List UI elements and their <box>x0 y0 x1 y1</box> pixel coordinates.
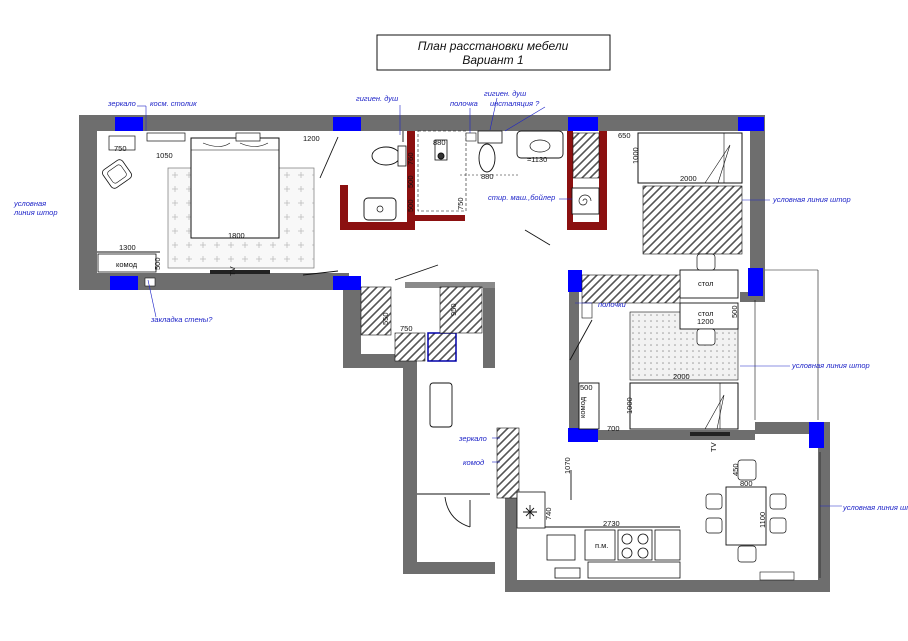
dim-550: 550 <box>381 312 390 325</box>
dim-500-a: 500 <box>406 175 415 188</box>
dishwasher <box>584 529 616 561</box>
dim-1000-a: 1000 <box>631 147 640 164</box>
label-curtain-1: линия штор <box>13 208 58 217</box>
label-curtain-3: условная линия штор <box>791 361 870 370</box>
bathroom-1 <box>363 131 407 221</box>
annotation-leaders <box>137 97 842 507</box>
dim-2000-b: 2000 <box>673 372 690 381</box>
dim-740: 740 <box>544 507 553 520</box>
dim-1000-b: 1000 <box>625 397 634 414</box>
label-curtain-2: условная линия штор <box>772 195 851 204</box>
dim-750-hall: 750 <box>400 324 413 333</box>
dim-2000-a: 2000 <box>680 174 697 183</box>
bench-icon <box>429 382 453 428</box>
label-hall-dresser: комод <box>463 458 484 467</box>
label-vanity: косм. столик <box>150 99 197 108</box>
dim-1070: 1070 <box>563 457 572 474</box>
dim-950: 950 <box>449 303 458 316</box>
label-dresser-3: комод <box>578 396 587 418</box>
bathroom-partitions <box>340 131 607 230</box>
dim-650: 650 <box>618 131 631 140</box>
dim-1300: 1300 <box>119 243 136 252</box>
dim-450: 450 <box>731 463 740 476</box>
dim-1800: 1800 <box>228 231 245 240</box>
dim-760: 760 <box>406 152 415 165</box>
label-curtain-1-line1: условная <box>13 199 46 208</box>
chair-1 <box>696 253 716 271</box>
label-tv-1: TV <box>228 266 237 276</box>
label-installation: инсталяция ? <box>490 99 540 108</box>
dim-1100: 1100 <box>758 512 767 528</box>
nightstand <box>235 132 261 142</box>
furniture-labels: стол стол комод комод TV TV п.м. <box>116 260 718 550</box>
tv-1 <box>210 270 270 274</box>
label-mirror-2: зеркало <box>458 434 487 443</box>
label-wall-mark: закладка стены? <box>150 315 213 324</box>
wardrobe-1 <box>581 274 681 304</box>
label-tv-2: TV <box>709 442 718 452</box>
dim-2730: 2730 <box>603 519 620 528</box>
bedroom-3 <box>578 269 819 436</box>
toilet-icon <box>371 146 401 166</box>
tv-2 <box>690 432 730 436</box>
dim-500-desk: 500 <box>730 305 739 318</box>
dimensions: 750 1050 1200 1800 1300 500 880 760 500 … <box>114 131 767 528</box>
chair-2 <box>696 328 716 346</box>
desk-1 <box>679 269 739 299</box>
bedroom-1 <box>97 132 315 287</box>
dim-1200-desk: 1200 <box>697 317 714 326</box>
plan-subtitle: Вариант 1 <box>462 53 523 67</box>
dim-700: 700 <box>607 424 620 433</box>
dim-880: 880 <box>433 138 446 147</box>
label-shower-1: гигиен. душ <box>356 94 399 103</box>
shelving <box>572 132 600 179</box>
label-desk-1: стол <box>698 279 713 288</box>
label-mirror-1: зеркало <box>107 99 136 108</box>
label-desk-2: стол <box>698 309 713 318</box>
vanity-table <box>146 132 186 142</box>
dresser-3 <box>578 382 600 430</box>
dim-800: 800 <box>740 479 753 488</box>
lamp-icon <box>523 505 537 519</box>
dim-750-bath: 750 <box>456 197 465 210</box>
dim-880-b: 880 <box>481 172 494 181</box>
label-washer: стир. маш.,бойлер <box>488 193 555 202</box>
dining-table <box>725 486 767 546</box>
laundry-niche <box>571 132 600 215</box>
dining-set <box>705 452 821 578</box>
labels: зеркало косм. столик условная линия штор… <box>13 89 908 512</box>
label-dresser-1: комод <box>116 260 138 269</box>
label-shelves: полочки <box>598 300 627 309</box>
dim-500-b: 500 <box>406 199 415 212</box>
armchair-icon <box>102 159 132 189</box>
dim-750-vanity: 750 <box>114 144 127 153</box>
rug-2 <box>642 185 743 255</box>
label-shower-2: гигиен. душ <box>484 89 527 98</box>
plan-title: План расстановки мебели <box>418 39 569 53</box>
toilet-2-icon <box>478 143 496 173</box>
dim-1050: 1050 <box>156 151 173 160</box>
sink-icon <box>546 534 576 561</box>
bedroom-2 <box>581 132 743 304</box>
title-block: План расстановки мебели Вариант 1 <box>376 34 611 71</box>
single-bed <box>637 132 743 184</box>
dim-1130: ≈1130 <box>527 155 547 164</box>
double-bed <box>190 137 280 239</box>
windows <box>110 117 824 448</box>
dim-500-dresser: 500 <box>153 257 162 270</box>
washing-machine-icon <box>571 187 600 215</box>
kitchen <box>516 491 795 581</box>
bathroom-2 <box>417 130 564 212</box>
label-shelf: полочка <box>450 99 478 108</box>
hall-wardrobes <box>360 286 520 499</box>
dim-1200-door: 1200 <box>303 134 320 143</box>
dim-500-dresser3: 500 <box>580 383 593 392</box>
label-dishwasher: п.м. <box>595 541 608 550</box>
desk-2 <box>679 302 739 330</box>
dresser-1 <box>97 253 157 273</box>
interior-lines <box>97 136 680 528</box>
label-curtain-4: условная линия штор <box>842 503 908 512</box>
hall-dresser <box>496 427 520 499</box>
